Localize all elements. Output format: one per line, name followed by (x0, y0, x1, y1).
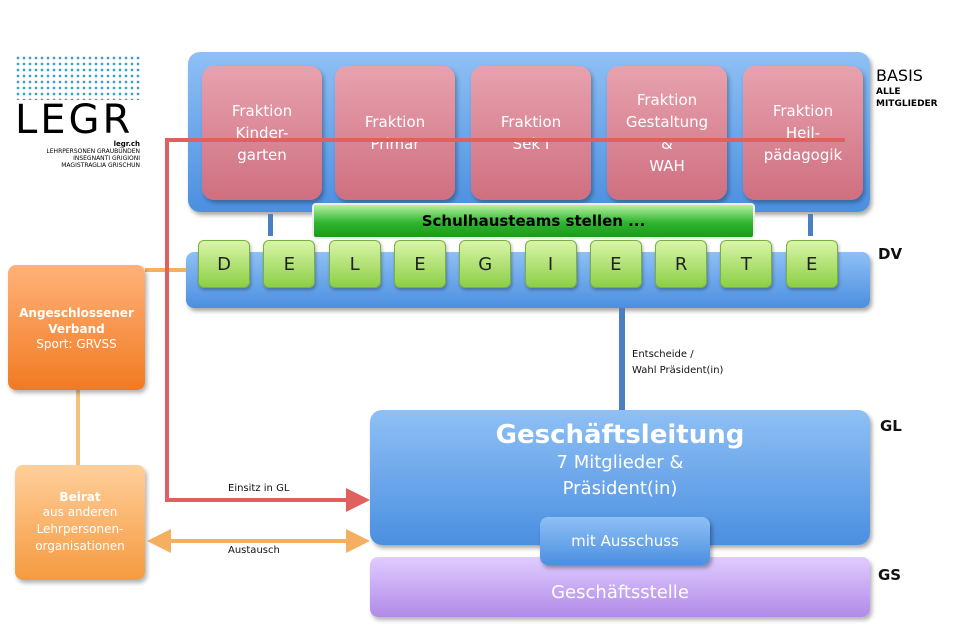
verband-title: Angeschlossener Verband (19, 305, 134, 336)
delegierte-letter: R (655, 240, 708, 288)
connector (268, 214, 273, 236)
schulhausteams-bar: Schulhausteams stellen ... (312, 203, 755, 239)
gs-label: GS (878, 566, 902, 584)
gl-sub: 7 Mitglieder & Präsident(in) (556, 452, 684, 499)
delegierte-letter: G (459, 240, 512, 288)
fraktion-primar: Fraktion Primar (335, 66, 455, 200)
einsitz-label: Einsitz in GL (228, 483, 290, 494)
entscheide-label: Entscheide / Wahl Präsident(in) (632, 349, 724, 376)
fraktion-heilpaedagogik: Fraktion Heil- pädagogik (743, 66, 863, 200)
gs-box: Geschäftsstelle (370, 557, 870, 617)
fraktion-kindergarten: Fraktion Kinder- garten (202, 66, 322, 200)
verband-box: Angeschlossener Verband Sport: GRVSS (8, 265, 145, 390)
beirat-box: Beirat aus anderen Lehrpersonen- organis… (15, 465, 145, 580)
verband-sub: Sport: GRVSS (36, 336, 117, 351)
delegierte-letter: L (328, 240, 381, 288)
delegierte-letter: D (198, 240, 250, 288)
delegierte-letter: E (785, 240, 838, 288)
gs-title: Geschäftsstelle (551, 582, 689, 603)
connector (808, 214, 813, 236)
logo: LEGR legr.ch LEHRPERSONEN GRAUBÜNDEN INS… (15, 55, 140, 180)
delegierte-letter: T (720, 240, 773, 288)
gl-title: Geschäftsleitung (495, 420, 745, 450)
logo-dots (15, 55, 140, 100)
beirat-sub: aus anderen Lehrpersonen- organisationen (35, 505, 125, 553)
ausschuss-box: mit Ausschuss (540, 517, 710, 565)
austausch-label: Austausch (228, 545, 280, 556)
logo-url: legr.ch (113, 140, 140, 148)
delegierte-letter: I (524, 240, 577, 288)
logo-line: MAGISTRAGLIA GRISCHUN (61, 162, 140, 169)
logo-line: INSEGNANTI GRIGIONI (73, 155, 140, 162)
logo-name: LEGR (15, 97, 134, 143)
fraktion-sek: Fraktion Sek I (471, 66, 591, 200)
delegierte-letter: E (589, 240, 642, 288)
dv-label: DV (878, 245, 903, 263)
delegierte-letter: E (393, 240, 446, 288)
fraktion-gestaltung: Fraktion Gestaltung & WAH (607, 66, 727, 200)
basis-label: BASIS (876, 66, 923, 85)
delegierte-letter: E (263, 240, 316, 288)
beirat-title: Beirat (59, 490, 101, 504)
basis-sub: ALLE MITGLIEDER (876, 87, 938, 109)
einsitz-arrow (165, 138, 845, 512)
gl-label: GL (880, 417, 902, 435)
logo-line: LEHRPERSONEN GRAUBÜNDEN (46, 148, 140, 155)
